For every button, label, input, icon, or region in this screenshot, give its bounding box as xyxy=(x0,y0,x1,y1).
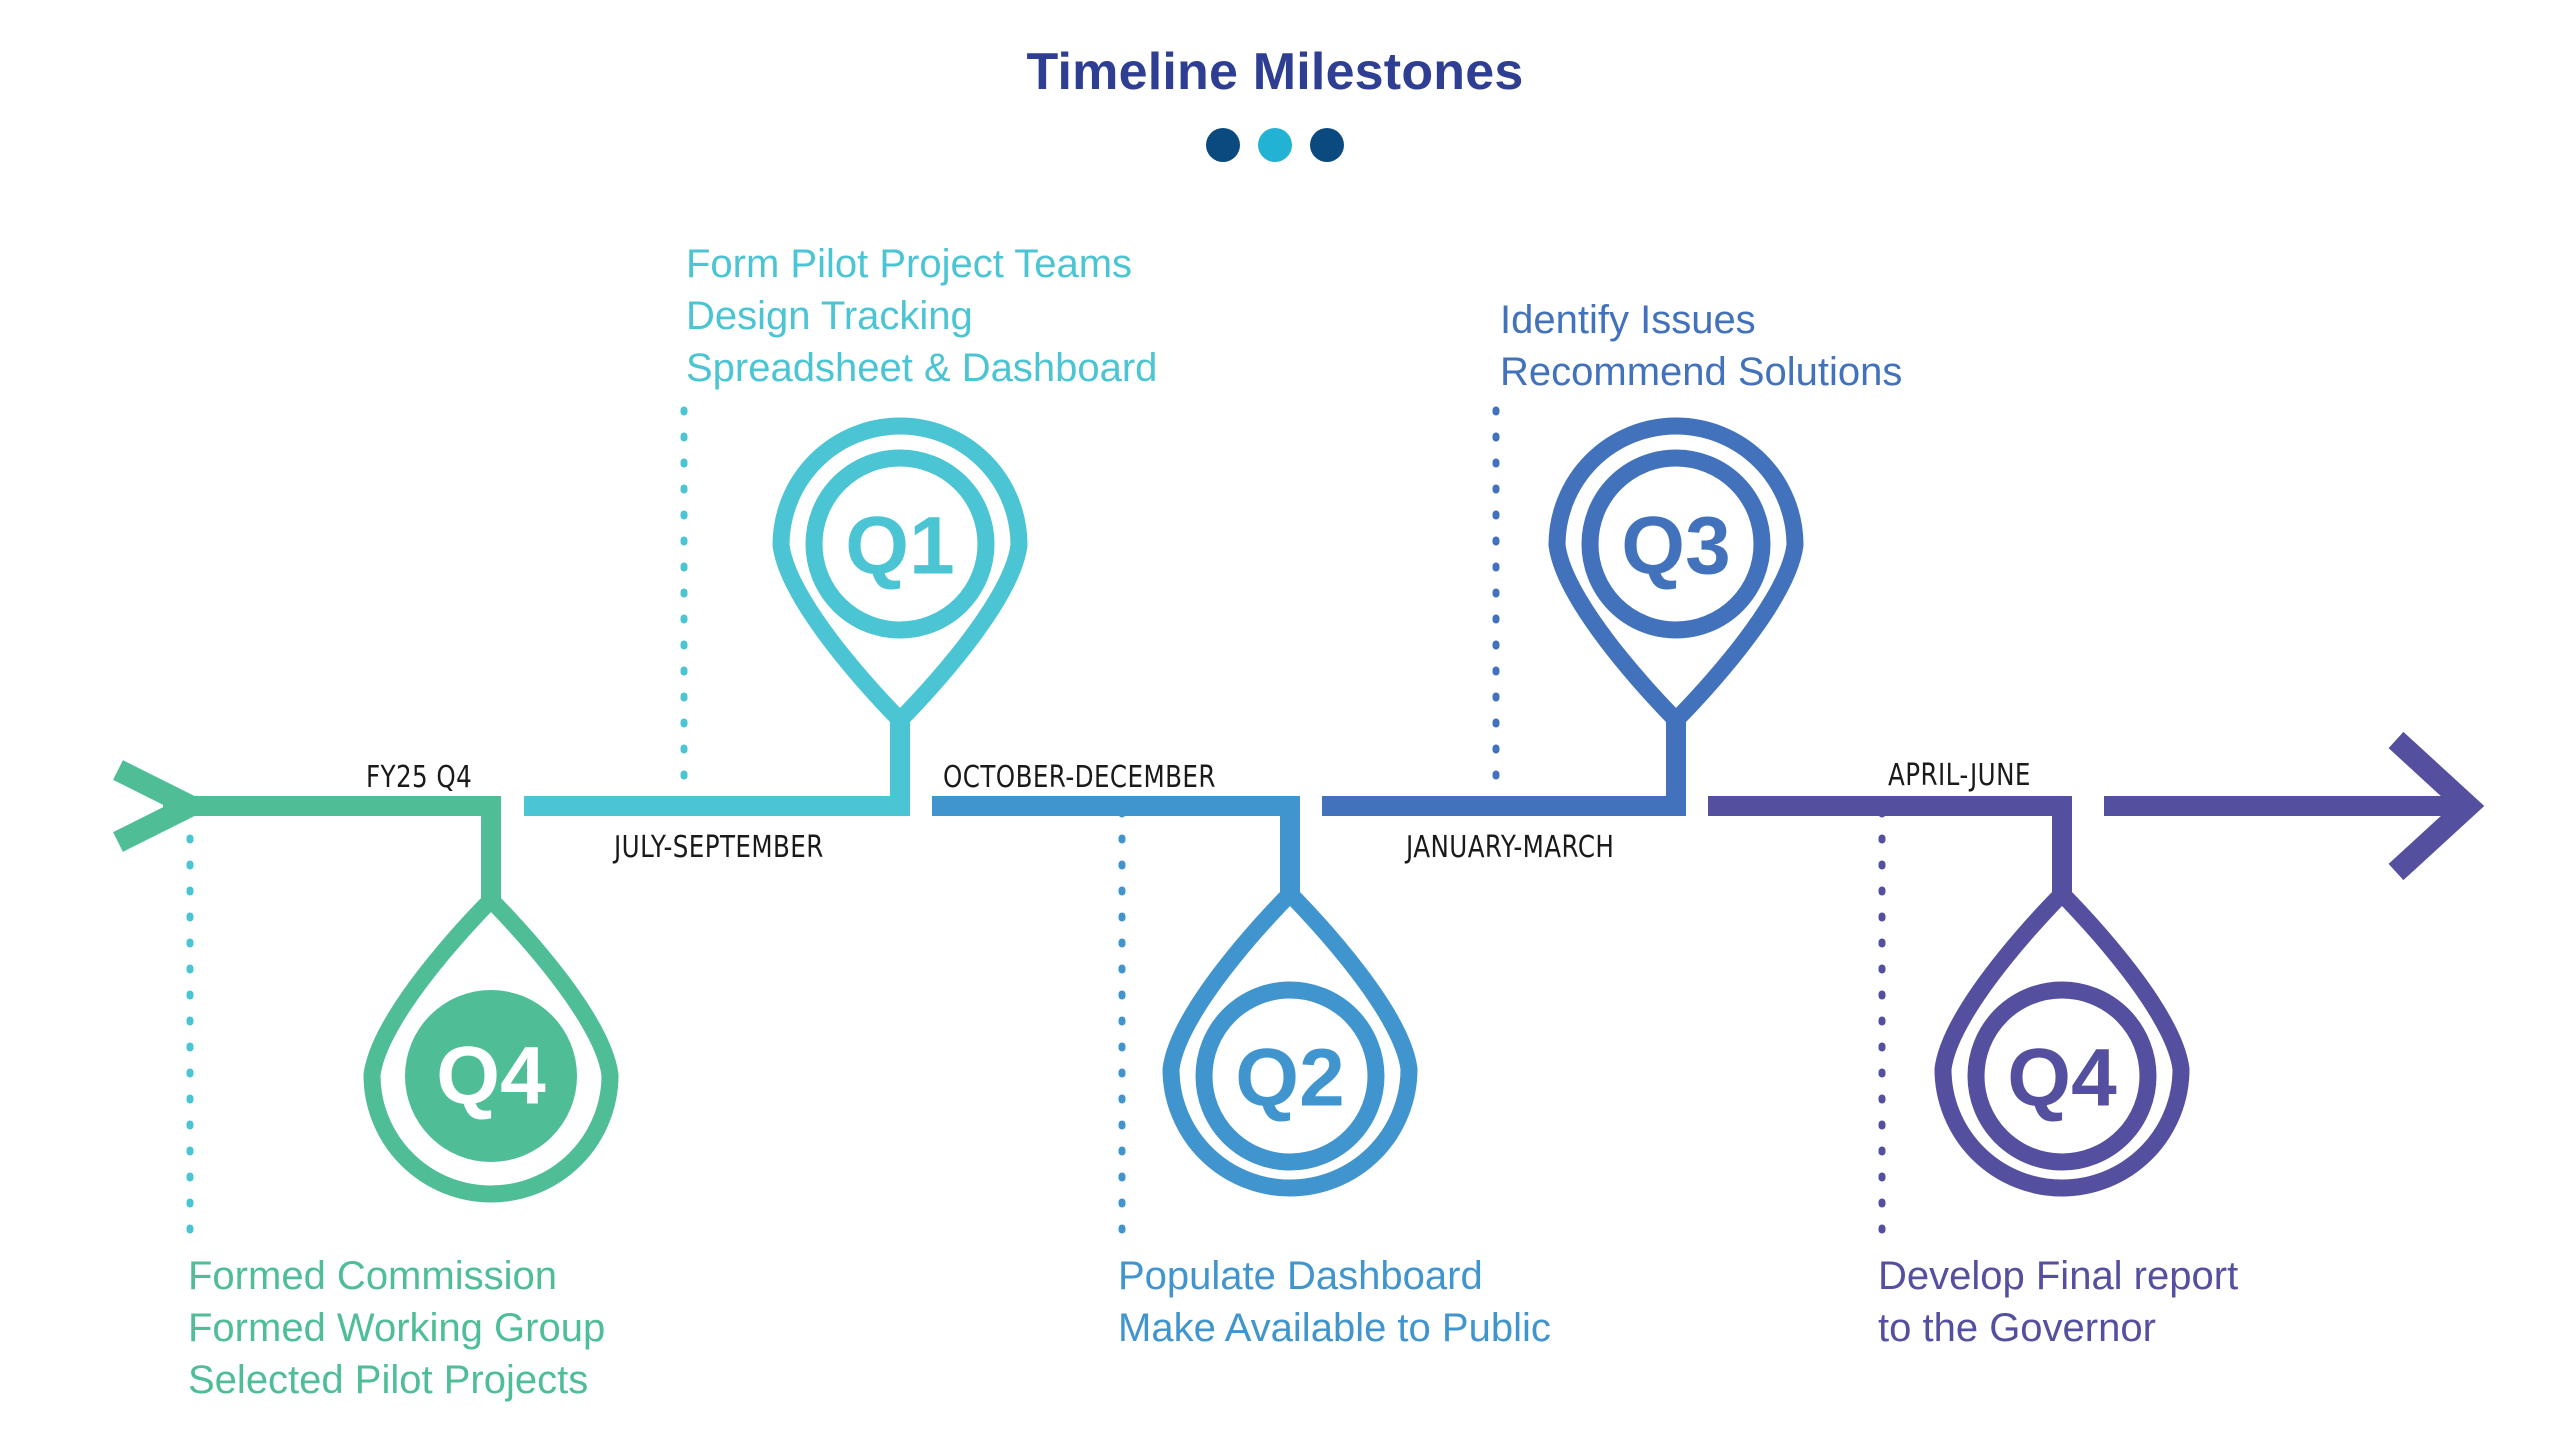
pin-label-q4-fy25: Q4 xyxy=(436,1031,546,1122)
segment-apr-jun-line xyxy=(1708,796,2072,894)
axis-label-oct-dec: OCTOBER-DECEMBER xyxy=(943,760,1216,795)
pin-circle-q4-fy25 xyxy=(405,990,577,1162)
segment-jul-sep-line xyxy=(524,720,910,816)
segment-apr-jun xyxy=(1708,731,2485,894)
segment-jul-sep xyxy=(524,720,910,816)
pin-label-q4-final: Q4 xyxy=(2007,1033,2117,1124)
segment-fy25q4 xyxy=(113,760,501,900)
segment-oct-dec xyxy=(932,796,1300,894)
title-dot-1 xyxy=(1206,128,1240,162)
title-dot-group xyxy=(0,128,2550,162)
segment-jan-mar xyxy=(1322,720,1686,816)
pin-outline-q2 xyxy=(1162,882,1418,1197)
page-title: Timeline Milestones xyxy=(1026,43,1524,101)
milestone-note-q1: Form Pilot Project Teams Design Tracking… xyxy=(686,242,1158,390)
pin-outline-q4-fy25 xyxy=(363,888,619,1203)
dotted-connectors xyxy=(186,406,1886,1249)
segment-jan-mar-line xyxy=(1322,720,1686,816)
pin-outline-q4-final xyxy=(1934,882,2190,1197)
segment-oct-dec-line xyxy=(932,796,1300,894)
pin-outline-q3 xyxy=(1548,417,1804,732)
timeline-end-arrow-icon xyxy=(2388,731,2485,881)
milestone-note-q3: Identify Issues Recommend Solutions xyxy=(1500,298,1903,394)
segment-fy25q4-line xyxy=(163,796,501,900)
milestone-note-q2: Populate Dashboard Make Available to Pub… xyxy=(1118,1254,1551,1350)
pin-label-q3: Q3 xyxy=(1621,501,1730,592)
milestone-pin-q3[interactable]: Q3 xyxy=(1548,417,1804,732)
milestone-pin-q1[interactable]: Q1 xyxy=(772,417,1028,732)
pin-label-q2: Q2 xyxy=(1235,1033,1344,1124)
pin-label-q1: Q1 xyxy=(845,501,954,592)
pin-outline-q1 xyxy=(772,417,1028,732)
pin-circle-q1 xyxy=(805,449,995,639)
axis-label-jan-mar: JANUARY-MARCH xyxy=(1406,830,1615,865)
milestone-note-q4-final: Develop Final report to the Governor xyxy=(1878,1254,2239,1350)
milestone-pin-q2[interactable]: Q2 xyxy=(1162,882,1418,1197)
axis-label-apr-jun: APRIL-JUNE xyxy=(1888,758,2031,793)
pin-circle-q3 xyxy=(1581,449,1771,639)
milestone-note-q4-fy25: Formed Commission Formed Working Group S… xyxy=(188,1254,606,1402)
pin-circle-q4-final xyxy=(1967,981,2157,1171)
axis-label-fy25q4: FY25 Q4 xyxy=(366,760,473,795)
title-dot-3 xyxy=(1310,128,1344,162)
title-dot-2 xyxy=(1258,128,1292,162)
milestone-pin-q4-final[interactable]: Q4 xyxy=(1934,882,2190,1197)
pin-circle-q2 xyxy=(1195,981,1385,1171)
milestone-pin-q4-fy25[interactable]: Q4 xyxy=(363,888,619,1203)
axis-label-jul-sep: JULY-SEPTEMBER xyxy=(614,830,824,865)
